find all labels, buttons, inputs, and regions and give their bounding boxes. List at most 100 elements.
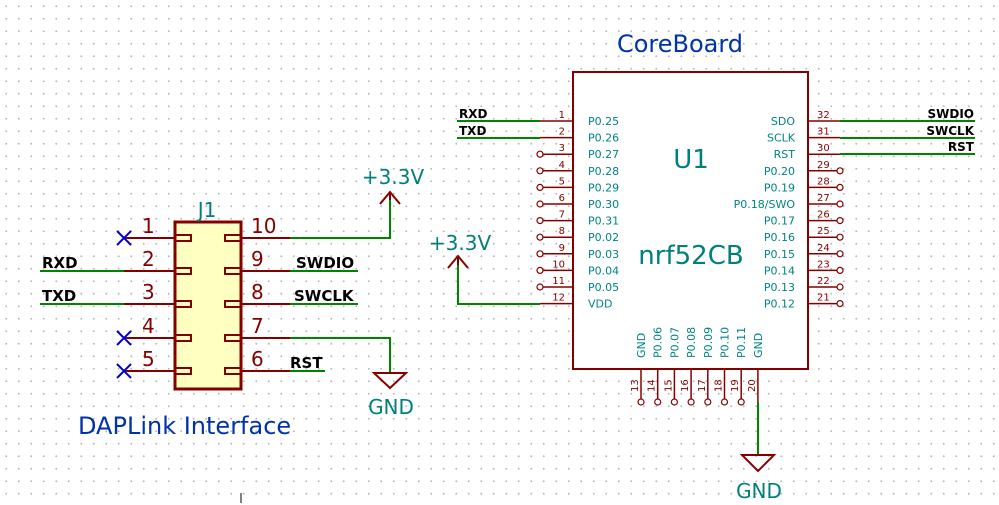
- u1-pin-name: P0.08: [685, 327, 698, 358]
- power-arrow-icon: [379, 190, 401, 205]
- power-arrow-icon: [447, 254, 469, 269]
- u1-unconnected-pin-marker: [720, 398, 729, 406]
- u1-pin-number: 3: [559, 143, 565, 154]
- u1-pin-number: 15: [663, 379, 674, 392]
- net-label-u1-rxd: RXD: [459, 107, 487, 121]
- u1-pin-name: RST: [774, 148, 796, 161]
- u1-pin-name: P0.14: [764, 264, 795, 277]
- u1-unconnected-pin-marker: [536, 183, 544, 191]
- net-label-u1-rst: RST: [948, 140, 975, 154]
- u1-pin-number: 9: [559, 243, 565, 254]
- u1-pin-name: P0.16: [764, 231, 795, 244]
- u1-pin-name: P0.12: [764, 298, 795, 311]
- u1-pin-name: P0.04: [588, 264, 619, 277]
- u1-pin-number: 32: [817, 110, 830, 121]
- u1-pin-number: 25: [817, 226, 830, 237]
- j1-pin-contact: [174, 234, 192, 242]
- u1-unconnected-pin-marker: [836, 266, 844, 274]
- u1-pin-number: 23: [817, 259, 830, 270]
- u1-unconnected-pin-marker: [536, 217, 544, 225]
- j1-pin-contact: [224, 334, 242, 342]
- u1-value: nrf52CB: [638, 241, 743, 271]
- net-label-u1-txd: TXD: [459, 124, 486, 138]
- u1-unconnected-pin-marker: [637, 398, 645, 406]
- u1-pin-number: 16: [680, 379, 691, 392]
- j1-pin-number: 9: [251, 247, 264, 271]
- power-gnd-u1: GND: [736, 454, 782, 503]
- j1-pin-number: 3: [142, 280, 155, 304]
- u1-pin-name: P0.26: [588, 132, 619, 145]
- u1-pin-name: P0.03: [588, 248, 619, 261]
- j1-pin-number: 4: [142, 314, 155, 338]
- net-label-j1-txd: TXD: [42, 287, 76, 305]
- j1-pin-number: 7: [251, 314, 264, 338]
- ground-symbol-icon: [739, 454, 777, 473]
- u1-pin-name: P0.10: [719, 327, 732, 358]
- power-label-3v3-j1: +3.3V: [362, 165, 425, 189]
- power-label-gnd-u1: GND: [736, 479, 782, 503]
- j1-body: [173, 220, 243, 391]
- u1-unconnected-pin-marker: [836, 217, 844, 225]
- u1-pin-number: 1: [559, 110, 565, 121]
- u1-unconnected-pin-marker: [536, 150, 544, 158]
- j1-reference: J1: [196, 198, 217, 222]
- net-label-u1-swclk: SWCLK: [926, 124, 974, 138]
- u1-body: [572, 71, 809, 370]
- u1-unconnected-pin-marker: [536, 167, 544, 175]
- coreboard-title: CoreBoard: [617, 30, 743, 58]
- u1-unconnected-pin-marker: [687, 398, 695, 406]
- j1-pin-number: 8: [251, 280, 264, 304]
- u1-unconnected-pin-marker: [654, 398, 662, 406]
- u1-unconnected-pin-marker: [737, 398, 745, 406]
- net-label-u1-swdio: SWDIO: [927, 107, 974, 121]
- u1-unconnected-pin-marker: [836, 283, 844, 291]
- power-label-gnd-j1: GND: [368, 395, 414, 419]
- u1-pin-number: 29: [817, 160, 830, 171]
- u1-unconnected-pin-marker: [836, 250, 844, 258]
- u1-pin-name: P0.19: [764, 181, 795, 194]
- u1-pin-number: 7: [559, 210, 565, 221]
- u1-pin-name: P0.20: [764, 165, 795, 178]
- u1-pin-name: P0.11: [735, 327, 748, 358]
- u1-pin-number: 6: [559, 193, 565, 204]
- u1-pin-number: 24: [817, 243, 830, 254]
- u1-unconnected-pin-marker: [670, 398, 679, 406]
- u1-pin-name: P0.15: [764, 248, 795, 261]
- u1-pin-number: 11: [552, 276, 565, 287]
- j1-pin-number: 5: [142, 347, 155, 371]
- u1-pin-number: 27: [817, 193, 830, 204]
- u1-unconnected-pin-marker: [536, 233, 544, 241]
- u1-pin-number: 31: [817, 127, 830, 138]
- j1-pin-contact: [174, 334, 192, 342]
- j1-pin-number: 2: [142, 247, 155, 271]
- no-connect-pin1: [116, 230, 132, 246]
- u1-pin-number: 4: [559, 160, 565, 171]
- u1-pin-name: P0.05: [588, 281, 619, 294]
- u1-pin-name: P0.13: [764, 281, 795, 294]
- u1-wires: [457, 120, 975, 455]
- j1-pin-number: 6: [251, 347, 264, 371]
- u1-unconnected-pin-marker: [836, 183, 844, 191]
- u1-pin-number: 30: [817, 143, 830, 154]
- u1-pin-number: 20: [747, 379, 758, 392]
- power-3v3-j1: +3.3V: [362, 165, 425, 205]
- j1-pin-contact: [224, 234, 242, 242]
- u1-pin-name: GND: [752, 333, 765, 358]
- u1-unconnected-pin-marker: [704, 398, 712, 406]
- net-label-j1-rst: RST: [290, 354, 323, 372]
- u1-unconnected-pin-marker: [536, 250, 544, 258]
- u1-pin-name: SCLK: [767, 132, 796, 145]
- u1-pin-name: P0.31: [588, 215, 619, 228]
- u1-pin-number: 12: [552, 293, 565, 304]
- u1-pin-name: P0.25: [588, 115, 619, 128]
- u1-reference: U1: [673, 145, 709, 175]
- no-connect-pin5: [116, 363, 132, 379]
- u1-pin-number: 10: [552, 259, 565, 270]
- j1-pin-contact: [224, 300, 242, 308]
- wire-j1-gnd: [290, 337, 391, 373]
- u1-pin-number: 28: [817, 176, 830, 187]
- u1-pin-name: VDD: [588, 298, 612, 311]
- net-label-j1-swclk: SWCLK: [294, 287, 355, 305]
